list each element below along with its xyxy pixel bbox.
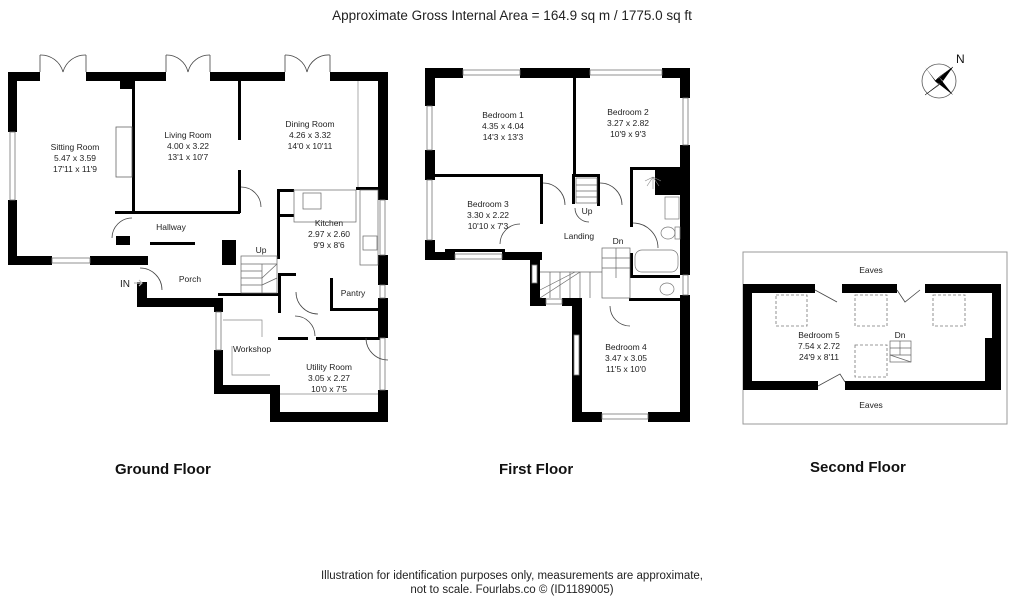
compass-rose-icon: [921, 63, 957, 99]
room-label-kitchen: Kitchen: [315, 218, 344, 228]
room-metric-bedroom-4: 3.47 x 3.05: [605, 353, 647, 363]
room-imperial-utility-room: 10'0 x 7'5: [311, 384, 347, 394]
eaves-top-label: Eaves: [859, 265, 883, 275]
room-imperial-bedroom-5: 24'9 x 8'11: [799, 352, 839, 362]
room-metric-bedroom-2: 3.27 x 2.82: [607, 118, 649, 128]
second-floor-plan: [742, 251, 1008, 425]
room-imperial-dining-room: 14'0 x 10'11: [288, 141, 333, 151]
room-metric-bedroom-1: 4.35 x 4.04: [482, 121, 524, 131]
disclaimer-line-2: not to scale. Fourlabs.co © (ID1189005): [410, 584, 614, 596]
entrance-label: IN: [120, 279, 130, 290]
room-imperial-sitting-room: 17'11 x 11'9: [53, 164, 97, 174]
room-label-workshop: Workshop: [233, 344, 271, 354]
floor-label-first: First Floor: [499, 461, 574, 478]
room-metric-dining-room: 4.26 x 3.32: [289, 130, 331, 140]
room-label-bedroom-1: Bedroom 1: [482, 110, 524, 120]
floor-label-second: Second Floor: [810, 459, 906, 476]
room-label-porch: Porch: [179, 274, 201, 284]
room-metric-utility-room: 3.05 x 2.27: [308, 373, 350, 383]
first-floor-plan: [425, 68, 690, 422]
room-label-landing: Landing: [564, 231, 595, 241]
room-label-pantry: Pantry: [341, 288, 366, 298]
room-label-dining-room: Dining Room: [285, 119, 334, 129]
room-label-hallway: Hallway: [156, 222, 187, 232]
stairs-down-label-first: Dn: [613, 236, 624, 246]
room-imperial-living-room: 13'1 x 10'7: [168, 152, 209, 162]
room-label-bedroom-4: Bedroom 4: [605, 342, 647, 352]
room-imperial-kitchen: 9'9 x 8'6: [313, 240, 344, 250]
room-label-bedroom-3: Bedroom 3: [467, 199, 509, 209]
room-imperial-bedroom-2: 10'9 x 9'3: [610, 129, 646, 139]
disclaimer-footer: Illustration for identification purposes…: [0, 569, 1024, 597]
room-label-sitting-room: Sitting Room: [51, 142, 100, 152]
room-label-bedroom-2: Bedroom 2: [607, 107, 649, 117]
disclaimer-line-1: Illustration for identification purposes…: [320, 570, 704, 582]
floor-label-ground: Ground Floor: [115, 461, 211, 478]
room-label-bedroom-5: Bedroom 5: [798, 330, 840, 340]
room-metric-living-room: 4.00 x 3.22: [167, 141, 209, 151]
room-imperial-bedroom-4: 11'5 x 10'0: [606, 364, 646, 374]
room-metric-kitchen: 2.97 x 2.60: [308, 229, 350, 239]
room-imperial-bedroom-3: 10'10 x 7'3: [468, 221, 509, 231]
stairs-up-label-ground: Up: [256, 245, 267, 255]
room-metric-bedroom-5: 7.54 x 2.72: [798, 341, 840, 351]
room-label-living-room: Living Room: [164, 130, 211, 140]
room-metric-bedroom-3: 3.30 x 2.22: [467, 210, 509, 220]
room-metric-sitting-room: 5.47 x 3.59: [54, 153, 96, 163]
stairs-down-label-second: Dn: [895, 330, 906, 340]
ground-floor-plan: [8, 54, 389, 422]
compass-north-label: N: [956, 52, 965, 66]
room-imperial-bedroom-1: 14'3 x 13'3: [483, 132, 524, 142]
stairs-up-label-first: Up: [582, 206, 593, 216]
gross-area-title: Approximate Gross Internal Area = 164.9 …: [332, 8, 692, 23]
room-label-utility-room: Utility Room: [306, 362, 352, 372]
eaves-bottom-label: Eaves: [859, 400, 883, 410]
